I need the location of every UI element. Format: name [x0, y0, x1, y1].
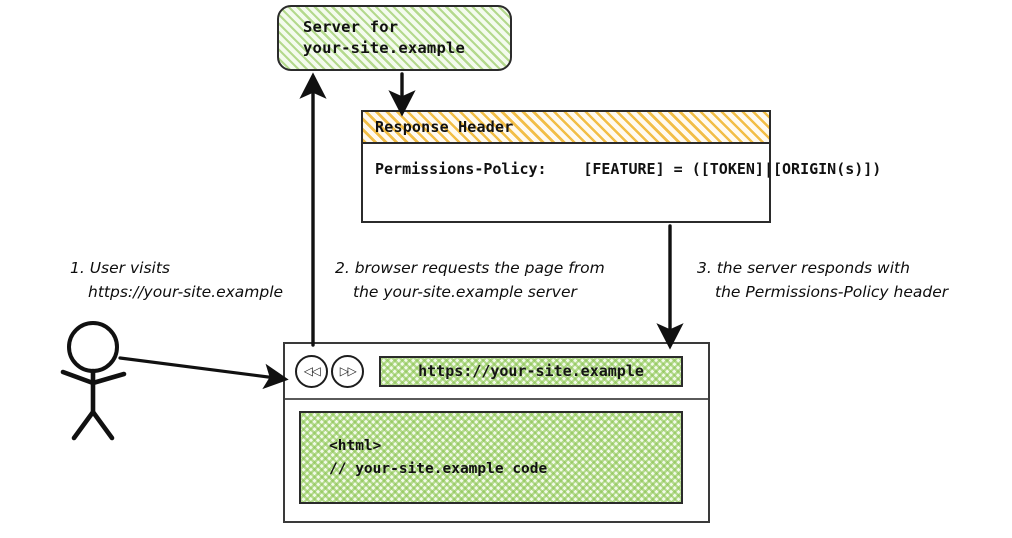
- response-header-body: Permissions-Policy: [FEATURE] = ([TOKEN]…: [363, 144, 881, 182]
- rendered-page-box: <html> // your-site.example code: [299, 411, 683, 504]
- url-bar[interactable]: https://your-site.example: [379, 355, 683, 387]
- annotation-3-line-2: the Permissions-Policy header: [715, 283, 949, 301]
- url-text: https://your-site.example: [418, 362, 644, 380]
- annotation-1-line-1: 1. User visits: [70, 259, 170, 277]
- annotation-2-line-1: 2. browser requests the page from: [335, 259, 605, 277]
- response-header-line-2: [FEATURE] = ([TOKEN]|[ORIGIN(s)]): [556, 160, 882, 178]
- page-code-line-1: <html>: [329, 437, 382, 454]
- browser-toolbar: ◁◁ ▷▷ https://your-site.example: [285, 344, 708, 400]
- response-header-title-bar: Response Header: [363, 112, 769, 144]
- response-header-title: Response Header: [375, 118, 514, 136]
- annotation-1: 1. User visits https://your-site.example: [70, 256, 320, 304]
- back-icon[interactable]: ◁◁: [295, 354, 328, 388]
- server-box-line-2: your-site.example: [303, 39, 466, 57]
- arrow-user-to-browser: [118, 356, 289, 390]
- response-header-card: Response Header Permissions-Policy: [FEA…: [361, 110, 881, 223]
- annotation-1-line-2: https://your-site.example: [88, 283, 284, 301]
- server-box-line-1: Server for: [303, 18, 399, 36]
- user-stick-figure: [60, 321, 127, 441]
- response-header-line-1: Permissions-Policy:: [375, 160, 547, 178]
- annotation-2: 2. browser requests the page from the yo…: [335, 256, 655, 304]
- browser-content-area: <html> // your-site.example code: [285, 400, 708, 504]
- browser-window: ◁◁ ▷▷ https://your-site.example <html> /…: [283, 342, 710, 523]
- forward-icon[interactable]: ▷▷: [331, 354, 364, 388]
- page-code-line-2: // your-site.example code: [329, 460, 548, 477]
- server-box: Server for your-site.example: [277, 5, 512, 71]
- annotation-3-line-1: 3. the server responds with: [697, 259, 910, 277]
- annotation-2-line-2: the your-site.example server: [353, 283, 577, 301]
- annotation-3: 3. the server responds with the Permissi…: [697, 256, 997, 304]
